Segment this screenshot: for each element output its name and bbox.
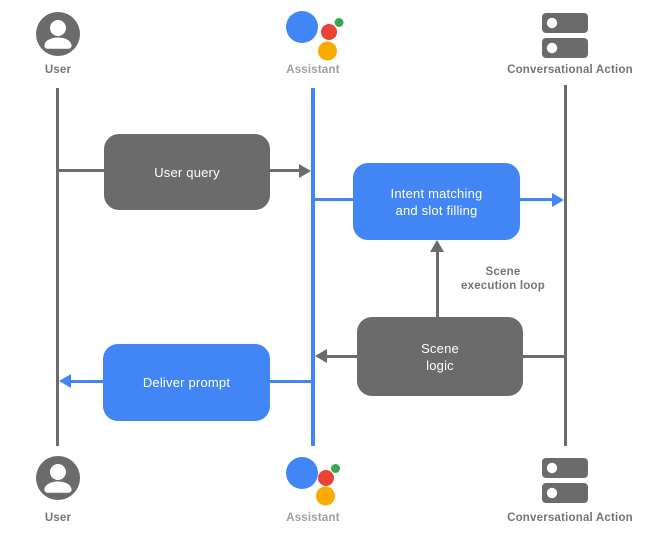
user-query-arrowhead-icon [299, 164, 311, 178]
conversational-action-lifeline [564, 85, 567, 446]
scene-loop-note-line1: Scene [485, 266, 521, 278]
google-assistant-icon-bottom [283, 452, 345, 508]
scene-logic-label-line1: Scene [421, 340, 459, 356]
scene-logic-box: Scene logic [357, 317, 523, 396]
deliver-prompt-arrowhead-icon [59, 374, 71, 388]
user-query-line-in [59, 169, 105, 172]
user-label-bottom: User [44, 512, 72, 524]
scene-execution-loop-note: Scene execution loop [430, 265, 576, 293]
conversational-action-label-bottom: Conversational Action [507, 512, 633, 524]
intent-matching-arrowhead-icon [552, 193, 564, 207]
user-query-line-out [270, 169, 299, 172]
deliver-prompt-line-in [270, 380, 311, 383]
scene-logic-line-in [523, 355, 564, 358]
scene-logic-arrowhead-icon [315, 349, 327, 363]
server-stack-icon-bottom [542, 458, 588, 503]
google-assistant-icon [283, 7, 345, 63]
assistant-lifeline [311, 88, 315, 446]
scene-loop-note-line2: execution loop [461, 280, 545, 292]
deliver-prompt-label: Deliver prompt [142, 375, 231, 390]
user-lifeline [56, 88, 59, 446]
intent-matching-label-line2: and slot filling [395, 202, 478, 218]
assistant-label-top: Assistant [286, 64, 340, 76]
intent-matching-box: Intent matching and slot filling [353, 163, 520, 240]
intent-matching-line-out [520, 198, 552, 201]
scene-logic-label-line2: logic [426, 357, 454, 373]
user-label-top: User [44, 64, 72, 76]
conversational-action-label-top: Conversational Action [507, 64, 633, 76]
deliver-prompt-box: Deliver prompt [103, 344, 270, 421]
scene-logic-line-out [327, 355, 357, 358]
intent-matching-label-line1: Intent matching [390, 185, 483, 201]
user-avatar-icon-bottom [36, 456, 80, 500]
user-query-label: User query [154, 164, 220, 180]
scene-loop-arrowhead-icon [430, 240, 444, 252]
intent-matching-line-in [315, 198, 353, 201]
user-avatar-icon [36, 12, 80, 56]
user-query-box: User query [104, 134, 270, 210]
server-stack-icon-top [542, 13, 588, 58]
scene-loop-line [436, 252, 439, 317]
assistant-label-bottom: Assistant [286, 512, 340, 524]
deliver-prompt-line-out [71, 380, 103, 383]
